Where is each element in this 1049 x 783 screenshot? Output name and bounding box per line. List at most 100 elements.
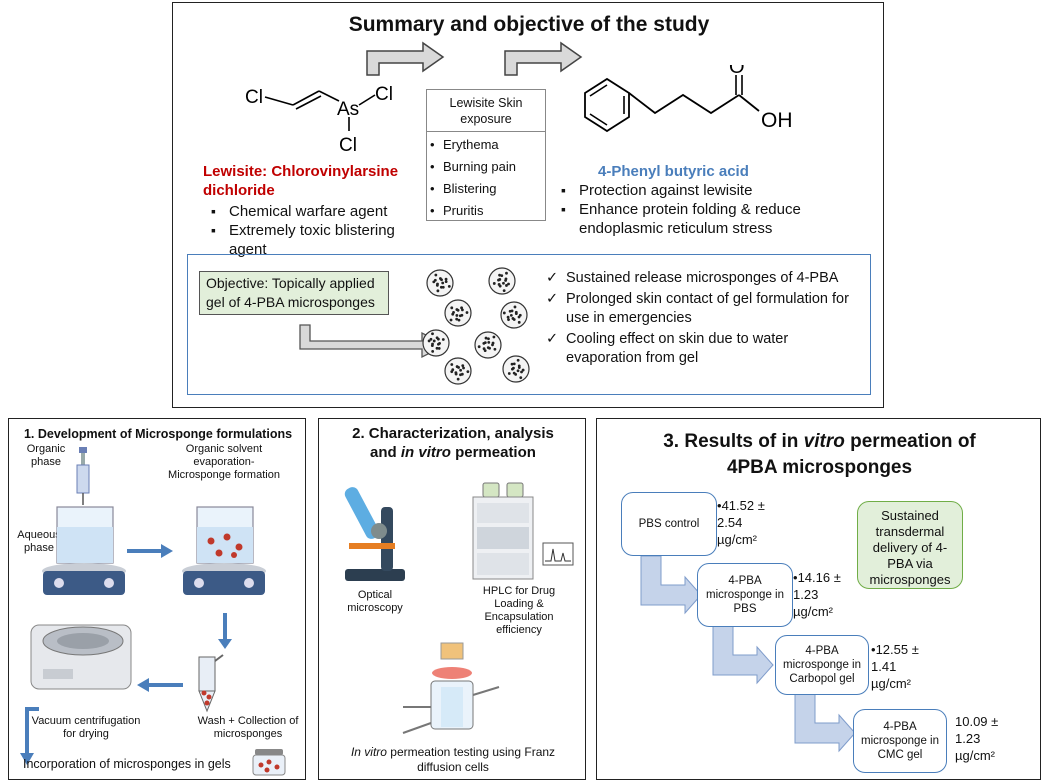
title-em: in vitro xyxy=(400,444,451,461)
unit-text: µg/cm² xyxy=(717,532,757,547)
microsponge-particles xyxy=(422,267,530,385)
panel3-title-line1: 3. Results of in vitro permeation of xyxy=(597,431,1042,453)
result-box-pbs: 4-PBA microsponge in PBS xyxy=(697,563,793,627)
list-item: Cooling effect on skin due to water evap… xyxy=(544,330,856,368)
result-box-pbs-control: PBS control xyxy=(621,492,717,556)
list-item: Erythema xyxy=(427,134,545,156)
value-text: 41.52 ± 2.54 xyxy=(717,498,765,530)
wash-label: Wash + Collection of microsponges xyxy=(197,715,299,740)
atom-as: As xyxy=(337,99,359,120)
result-box-carbopol: 4-PBA microsponge in Carbopol gel xyxy=(775,635,869,695)
franz-text: permeation testing using Franz diffusion… xyxy=(386,745,556,774)
hplc-icon xyxy=(472,482,574,580)
result-value-2: •14.16 ± 1.23 µg/cm² xyxy=(793,569,853,620)
summary-panel: Summary and objective of the study Cl As… xyxy=(172,2,884,408)
panel-characterization: 2. Characterization, analysis and in vit… xyxy=(318,418,586,780)
lewisite-name-line1: Lewisite: Chlorovinylarsine xyxy=(203,163,399,180)
vacuum-label: Vacuum centrifugation for drying xyxy=(31,715,141,740)
exposure-list: Erythema Burning pain Blistering Pruriti… xyxy=(427,132,545,222)
pba-name: 4-Phenyl butyric acid xyxy=(598,163,749,180)
lewisite-name-line2: dichloride xyxy=(203,182,275,199)
unit-text: µg/cm² xyxy=(871,676,911,691)
list-item: Prolonged skin contact of gel formulatio… xyxy=(544,290,856,328)
bullet: • xyxy=(793,570,798,585)
value-text: 10.09 ± 1.23 xyxy=(955,714,999,746)
result-value-3: •12.55 ± 1.41 µg/cm² xyxy=(871,641,931,692)
list-item: Burning pain xyxy=(427,156,545,178)
franz-cell-icon xyxy=(402,642,500,734)
incorporation-label: Incorporation of microsponges in gels xyxy=(23,757,231,771)
panel3-title-line2: 4PBA microsponges xyxy=(726,457,913,478)
list-item: Extremely toxic blistering agent xyxy=(207,221,407,259)
franz-label: In vitro permeation testing using Franz … xyxy=(337,745,569,775)
centrifuge-icon xyxy=(30,624,132,690)
atom-oh: OH xyxy=(761,109,793,132)
microscope-icon xyxy=(344,487,405,581)
curved-arrow-2 xyxy=(504,41,583,76)
value-text: 14.16 ± 1.23 xyxy=(793,570,841,602)
hplc-label: HPLC for Drug Loading & Encapsulation ef… xyxy=(482,585,556,636)
microsponge-particle xyxy=(502,355,530,383)
atom-cl-1: Cl xyxy=(245,87,263,108)
microscopy-label: Optical microscopy xyxy=(347,589,403,614)
bullet: • xyxy=(871,642,876,657)
lewisite-structure: Cl As Cl Cl xyxy=(245,84,393,155)
bullet: • xyxy=(717,498,722,513)
callout-box: Sustained transdermal delivery of 4-PBA … xyxy=(857,501,963,589)
objective-box: Objective: Topically applied gel of 4-PB… xyxy=(187,254,871,395)
aqueous-phase-label: Aqueous phase xyxy=(17,529,61,554)
syringe-icon xyxy=(76,447,90,505)
organic-phase-label: Organic phase xyxy=(26,443,66,468)
list-item: Enhance protein folding & reduce endopla… xyxy=(557,200,817,238)
title-part: and xyxy=(370,444,401,461)
exposure-box: Lewisite Skin exposure Erythema Burning … xyxy=(426,89,546,222)
tube-icon xyxy=(198,654,224,713)
microsponge-particle xyxy=(488,267,516,295)
result-box-cmc: 4-PBA microsponge in CMC gel xyxy=(853,709,947,773)
result-value-4: 10.09 ± 1.23 µg/cm² xyxy=(955,713,1025,764)
title-em: vitro xyxy=(803,431,845,452)
list-item: Protection against lewisite xyxy=(557,181,817,200)
atom-cl-3: Cl xyxy=(339,135,357,155)
unit-text: µg/cm² xyxy=(793,604,833,619)
arrow-left xyxy=(137,678,183,692)
list-item: Pruritis xyxy=(427,200,545,222)
exposure-title: Lewisite Skin exposure xyxy=(427,90,545,132)
lewisite-bullets: Chemical warfare agent Extremely toxic b… xyxy=(207,202,407,259)
result-value-1: •41.52 ± 2.54 µg/cm² xyxy=(717,497,777,548)
title-part: 3. Results of in xyxy=(663,431,804,452)
curved-arrow-1 xyxy=(366,41,445,76)
summary-title: Summary and objective of the study xyxy=(348,13,710,36)
pba-bullets: Protection against lewisite Enhance prot… xyxy=(557,181,817,238)
panel-results: 3. Results of in vitro permeation of 4PB… xyxy=(596,418,1041,780)
microsponge-particle xyxy=(422,329,450,357)
atom-o: O xyxy=(729,65,745,78)
title-part: permeation xyxy=(450,444,536,461)
panel-development: 1. Development of Microsponge formulatio… xyxy=(8,418,306,780)
franz-em: In vitro xyxy=(350,745,387,759)
objective-label: Objective: Topically applied gel of 4-PB… xyxy=(199,271,389,315)
microsponge-particle xyxy=(474,331,502,359)
stirrer-beaker-2 xyxy=(182,506,266,595)
unit-text: µg/cm² xyxy=(955,748,995,763)
microsponge-particle xyxy=(426,269,454,297)
evaporation-label: Organic solvent evaporation- Microsponge… xyxy=(168,443,280,481)
value-text: 12.55 ± 1.41 xyxy=(871,642,919,674)
step-arrows xyxy=(640,555,856,753)
gel-jar-icon xyxy=(252,749,286,776)
microsponge-particle xyxy=(444,299,472,327)
microsponge-particle xyxy=(500,301,528,329)
stirrer-beaker-1 xyxy=(42,506,126,595)
microsponge-particle xyxy=(444,357,472,385)
arrow-down xyxy=(218,613,232,649)
panel1-title: 1. Development of Microsponge formulatio… xyxy=(23,427,293,441)
pba-structure: O OH xyxy=(584,65,793,133)
atom-cl-2: Cl xyxy=(375,84,393,105)
list-item: Chemical warfare agent xyxy=(207,202,407,221)
arrow-right xyxy=(127,544,173,558)
list-item: Blistering xyxy=(427,178,545,200)
panel2-title-line2: and in vitro permeation xyxy=(319,444,587,461)
title-part: permeation of xyxy=(844,431,976,452)
panel2-title-line1: 2. Characterization, analysis xyxy=(352,425,554,442)
list-item: Sustained release microsponges of 4-PBA xyxy=(544,269,856,288)
